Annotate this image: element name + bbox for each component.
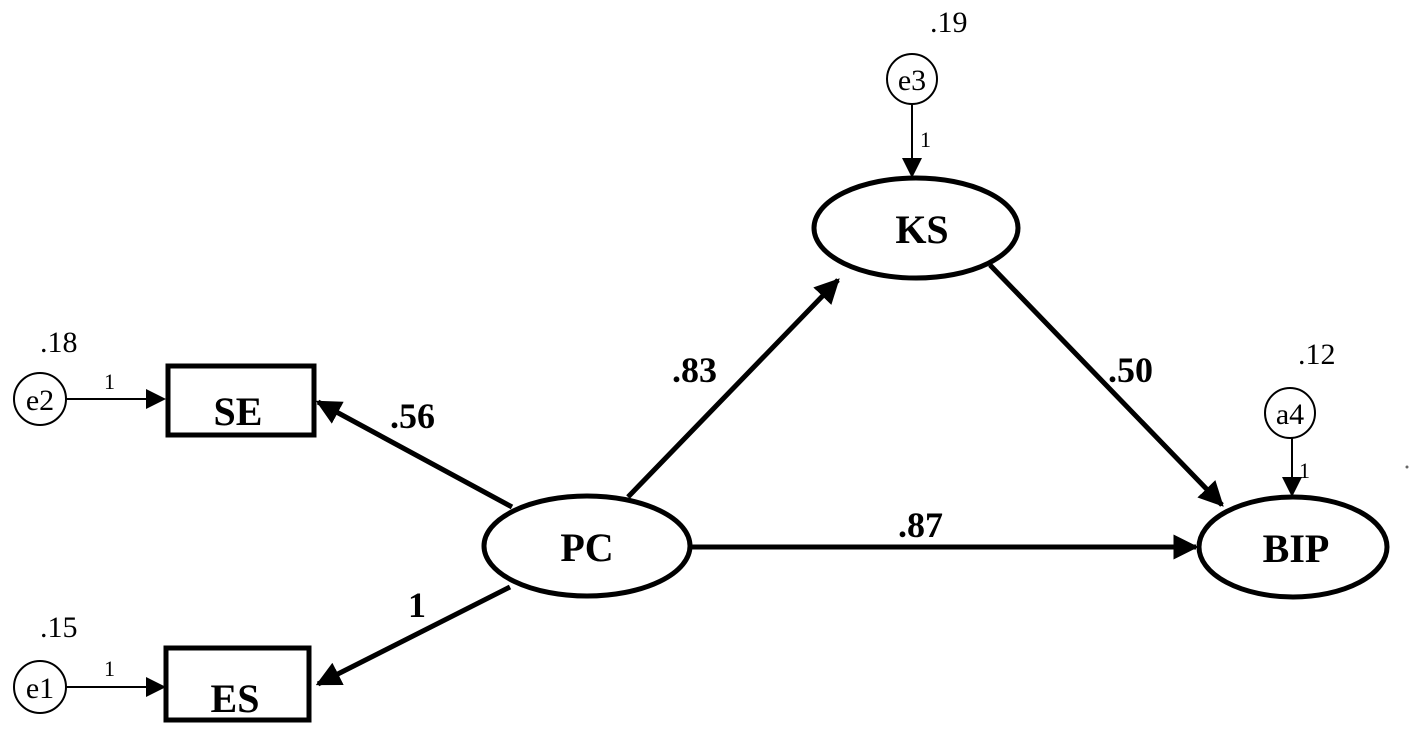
path-pc-es <box>315 584 512 687</box>
error-a4-fixed: 1 <box>1299 458 1310 483</box>
error-e1-fixed: 1 <box>104 656 115 681</box>
error-e2 <box>13 372 67 426</box>
error-e1-variance: .15 <box>40 611 78 644</box>
node-se <box>165 363 317 438</box>
node-se-label: SE <box>214 389 263 434</box>
error-e3 <box>886 53 938 105</box>
coef-pc-es: 1 <box>408 585 426 625</box>
path-ks-bip <box>988 263 1224 507</box>
path-pc-ks <box>626 278 840 499</box>
error-e3-variance: .19 <box>930 6 968 39</box>
error-a4-variance: .12 <box>1298 338 1336 371</box>
coef-pc-se: .56 <box>390 396 435 436</box>
stray-dot <box>1405 465 1409 469</box>
error-e2-variance: .18 <box>40 326 78 359</box>
node-ks-label: KS <box>895 207 948 252</box>
node-ks <box>811 175 1021 281</box>
error-e2-label: e2 <box>26 384 54 417</box>
node-es <box>163 645 312 723</box>
error-a4-label: a4 <box>1276 398 1304 431</box>
error-e2-fixed: 1 <box>104 369 115 394</box>
node-pc <box>481 493 693 599</box>
node-bip <box>1196 494 1390 600</box>
error-a4 <box>1264 387 1316 439</box>
coef-pc-bip: .87 <box>898 505 943 545</box>
error-e3-label: e3 <box>898 64 926 97</box>
error-e3-fixed: 1 <box>920 127 931 152</box>
coef-pc-ks: .83 <box>672 350 717 390</box>
node-bip-label: BIP <box>1263 526 1330 571</box>
error-e1-label: e1 <box>26 672 54 705</box>
coef-ks-bip: .50 <box>1108 350 1153 390</box>
path-pc-se <box>315 399 514 510</box>
node-es-label: ES <box>211 676 260 721</box>
error-e1 <box>13 660 67 714</box>
node-pc-label: PC <box>560 525 613 570</box>
